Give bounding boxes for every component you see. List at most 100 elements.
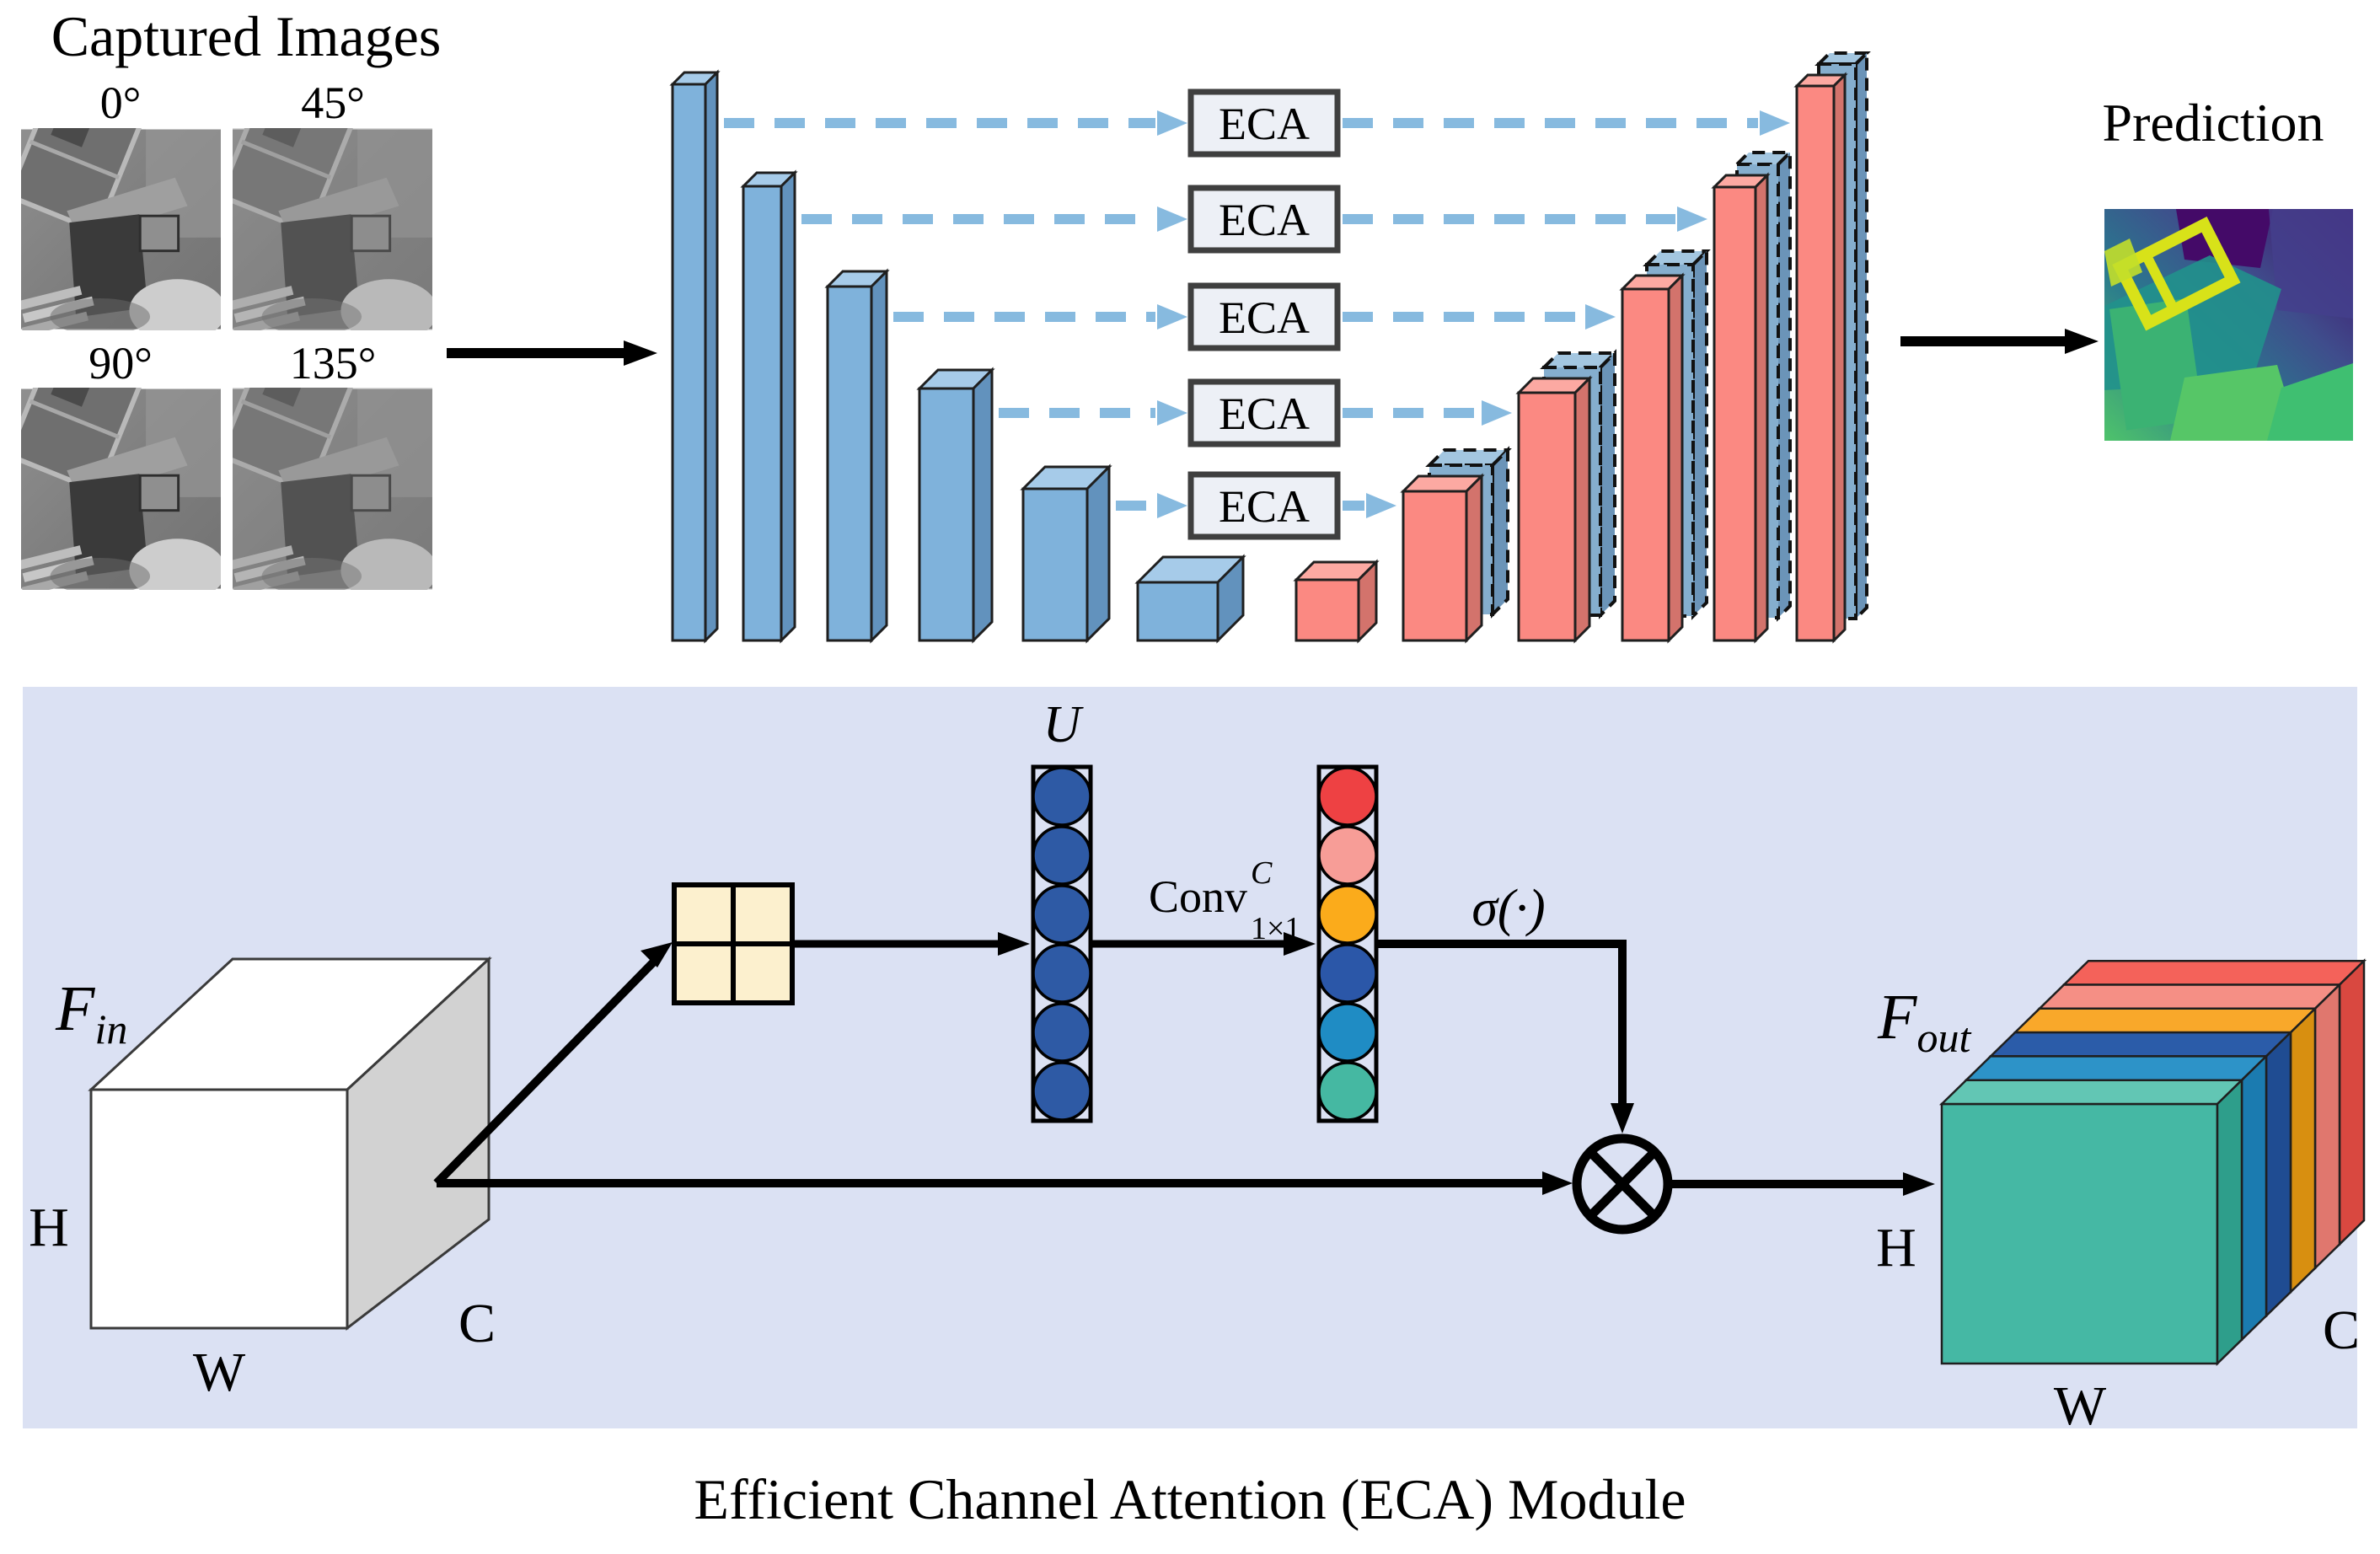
u-channel-circle-0: [1032, 766, 1092, 827]
arrowhead: [1157, 400, 1187, 426]
encoder-bar-0-front-face: [671, 83, 707, 642]
arrowhead: [1585, 304, 1616, 330]
prediction-depth-map: [2104, 209, 2353, 441]
encoder-bar-1: [740, 169, 798, 644]
attention-to-multiply-line: [1376, 940, 1634, 1133]
fout-slab-side-1: [2240, 1053, 2268, 1342]
fout-slab-front-0: [1940, 1102, 2219, 1365]
arrowhead: [1157, 304, 1187, 330]
decoder-bar-2-side-face: [1573, 375, 1591, 644]
arrowhead: [1157, 493, 1187, 518]
attention-weights-column: [1316, 764, 1379, 1123]
encoder-bar-4-side-face: [1085, 464, 1111, 644]
u-channel-circle-1: [1032, 825, 1092, 886]
u-channel-circle-5: [1032, 1061, 1092, 1122]
f-out-dim-w: W: [2054, 1375, 2107, 1437]
arrowhead: [1157, 206, 1187, 232]
eca-box-label-4: ECA: [1219, 481, 1310, 532]
decoder-bar-0: [1293, 559, 1380, 644]
encoder-bar-3: [916, 367, 995, 644]
encoder-bar-0: [669, 69, 721, 644]
blur-overlay-45: [233, 128, 432, 330]
angle-label-0: 0°: [100, 78, 142, 128]
conv-sub-1x1: 1×1: [1251, 911, 1300, 946]
eca-box-1: [1187, 185, 1341, 254]
captured-images-panel: Captured Images 0° 45° 90° 135°: [8, 4, 442, 590]
fout-slab-top-5: [2061, 959, 2367, 986]
decoder-bar-1: [1400, 473, 1485, 644]
decoder-bar-0-front-face: [1295, 578, 1360, 642]
eca-box-label-3: ECA: [1219, 388, 1310, 439]
skip-feature-bar-1-side-face: [1491, 446, 1509, 619]
decoder-bar-3-front-face: [1621, 287, 1670, 642]
encoder-bar-1-side-face: [780, 169, 796, 644]
depth-map-box-frame: [2112, 216, 2241, 331]
decoder-bar-3-side-face: [1667, 272, 1684, 644]
eca-box-label-2: ECA: [1219, 292, 1310, 343]
multiply-to-fout-arrow: [1668, 1172, 1935, 1196]
encoder-bar-5-front-face: [1136, 581, 1219, 642]
arrowhead: [1482, 400, 1512, 426]
elementwise-multiply-icon: [1572, 1133, 1673, 1235]
decoder-bar-4-front-face: [1713, 185, 1757, 642]
arrowhead: [1157, 110, 1187, 136]
decoder-bar-2-front-face: [1517, 391, 1577, 642]
prediction-panel: Prediction: [2102, 93, 2353, 441]
eca-box-label-0: ECA: [1219, 99, 1310, 149]
u-vector-column: [1031, 764, 1093, 1123]
fout-slab-side-0: [2216, 1077, 2243, 1366]
eca-module-panel: Fin H W C U: [23, 687, 2367, 1437]
decoder-bar-5-front-face: [1795, 84, 1836, 642]
skip-feature-bar-2-side-face: [1599, 349, 1616, 619]
arrowhead: [1366, 493, 1396, 518]
f-out-dim-h: H: [1876, 1217, 1916, 1278]
encoder-bar-2-side-face: [870, 268, 888, 644]
output-arrow: [1900, 329, 2099, 354]
eca-box-3: [1187, 378, 1341, 447]
conv-sup-c: C: [1251, 855, 1273, 891]
blur-overlay-135: [233, 388, 432, 590]
encoder-bar-1-front-face: [742, 185, 783, 642]
decoder-bar-5: [1793, 72, 1848, 644]
u-to-conv-arrow: [1091, 932, 1316, 956]
prediction-title: Prediction: [2102, 93, 2324, 153]
skip-feature-bar-4-side-face: [1777, 148, 1792, 622]
u-channel-circle-4: [1032, 1002, 1092, 1063]
fout-slab-top-0: [1938, 1079, 2245, 1106]
fout-slab-side-4: [2313, 982, 2341, 1271]
f-out-tensor-cube: [1938, 958, 2367, 1366]
encoder-bar-5: [1134, 554, 1246, 644]
decoder-bar-4: [1711, 172, 1771, 644]
encoder-bar-4-front-face: [1021, 487, 1089, 642]
f-out-dim-c: C: [2323, 1299, 2360, 1361]
fout-slab-top-2: [1987, 1031, 2294, 1058]
fout-slab-side-2: [2265, 1030, 2292, 1319]
arrowhead: [1677, 206, 1707, 232]
fout-slab-side-5: [2338, 958, 2366, 1247]
decoder-bar-1-front-face: [1402, 490, 1468, 642]
angle-label-45: 45°: [301, 78, 365, 128]
encoder-bar-3-front-face: [918, 387, 975, 642]
decoder-feature-bars: [1293, 49, 1871, 644]
eca-box-2: [1187, 282, 1341, 351]
eca-box-4: [1187, 471, 1341, 540]
f-out-label: Fout: [1877, 982, 1971, 1061]
u-vector-label: U: [1043, 696, 1085, 753]
encoder-bar-3-side-face: [972, 367, 994, 644]
u-channel-circle-3: [1032, 943, 1092, 1004]
captured-images-title: Captured Images: [51, 4, 442, 68]
decoder-bar-2: [1515, 375, 1593, 644]
encoder-bar-4: [1020, 464, 1112, 644]
fout-slab-side-3: [2289, 1005, 2317, 1295]
attention-weight-circle-0: [1317, 766, 1378, 827]
attention-weight-circle-2: [1317, 884, 1378, 945]
input-arrow: [447, 340, 657, 366]
fin-branch-arrows: [433, 942, 1573, 1195]
conv-1x1-label: Conv: [1149, 871, 1247, 922]
f-in-dim-c: C: [458, 1293, 496, 1354]
decoder-bar-4-side-face: [1754, 172, 1769, 644]
sigmoid-label: σ(·): [1471, 880, 1545, 937]
encoder-bar-0-side-face: [704, 69, 719, 644]
